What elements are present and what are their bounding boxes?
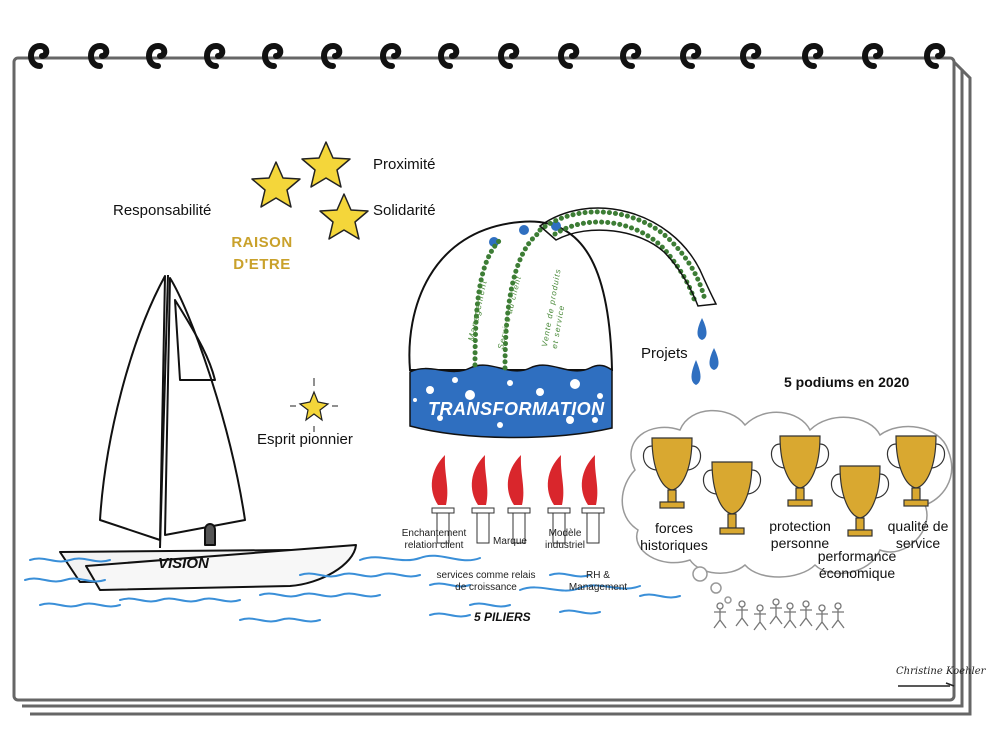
pillar-modele-industriel: Modèle industriel [544,528,586,551]
person-icon [783,602,797,629]
pipe-outline [538,207,718,307]
person-icon [831,602,845,629]
star-icon [319,193,369,240]
spiral-rings [28,42,946,69]
jib-sail [164,277,246,536]
sparkle-rays-icon [290,378,338,432]
podium-qualite-service: qualité de service [887,518,949,551]
column-icons [431,507,605,544]
signature: Christine Koehler [896,666,986,677]
person-icon [769,598,783,625]
pillar-services: services comme relais de croissance [436,570,536,593]
trophy-icon [702,461,762,535]
person-icon [753,604,767,631]
page-border [12,56,972,716]
transformation-label: TRANSFORMATION [428,399,605,419]
value-stars [251,141,369,240]
trophy-icon [830,465,890,537]
trophy-icon [770,435,830,507]
pillar-rh: RH & Management [568,570,628,593]
hull-front [85,544,357,591]
trophy-icon [886,435,946,507]
vision-label: VISION [158,555,209,572]
star-icon [301,141,351,188]
star-icon [251,161,301,208]
sailboat [59,274,357,591]
drop-icon [697,318,707,340]
flame-icons [431,455,598,505]
trophies [642,435,946,537]
drop-icon [691,360,701,385]
podium-forces-historiques: forces historiques [640,520,708,553]
person-icon [815,604,829,631]
raison-line-1: RAISON [231,234,293,251]
pen-icon [898,682,955,687]
sailor [204,523,216,546]
value-responsabilite: Responsabilité [113,202,212,219]
podiums-title: 5 podiums en 2020 [784,374,910,390]
sparkle-star-icon [298,390,330,422]
people-group [713,598,845,631]
person-icon [735,600,749,627]
water-body [409,364,613,439]
pillars [431,455,605,544]
esprit-pionnier-label: Esprit pionnier [257,431,353,448]
pillar-marque: Marque [493,536,527,547]
person-icon [713,602,727,629]
raison-detre-heading: RAISON D'ETRE [222,232,302,276]
podium-protection-personne: protection personne [769,518,831,551]
value-solidarite: Solidarité [373,202,436,219]
water-drops [691,318,719,385]
projets-label: Projets [641,345,688,362]
trophy-icon [642,437,702,509]
piliers-title: 5 PILIERS [474,610,531,624]
pillar-enchantement: Enchantement relation client [401,528,467,551]
main-sail [99,275,166,541]
raison-line-2: D'ETRE [233,256,291,273]
drop-icon [709,348,719,370]
value-proximite: Proximité [373,156,436,173]
person-icon [799,600,813,627]
podium-performance-economique: performance économique [817,548,897,581]
head-sail [174,299,216,381]
sea-waves [24,554,681,623]
